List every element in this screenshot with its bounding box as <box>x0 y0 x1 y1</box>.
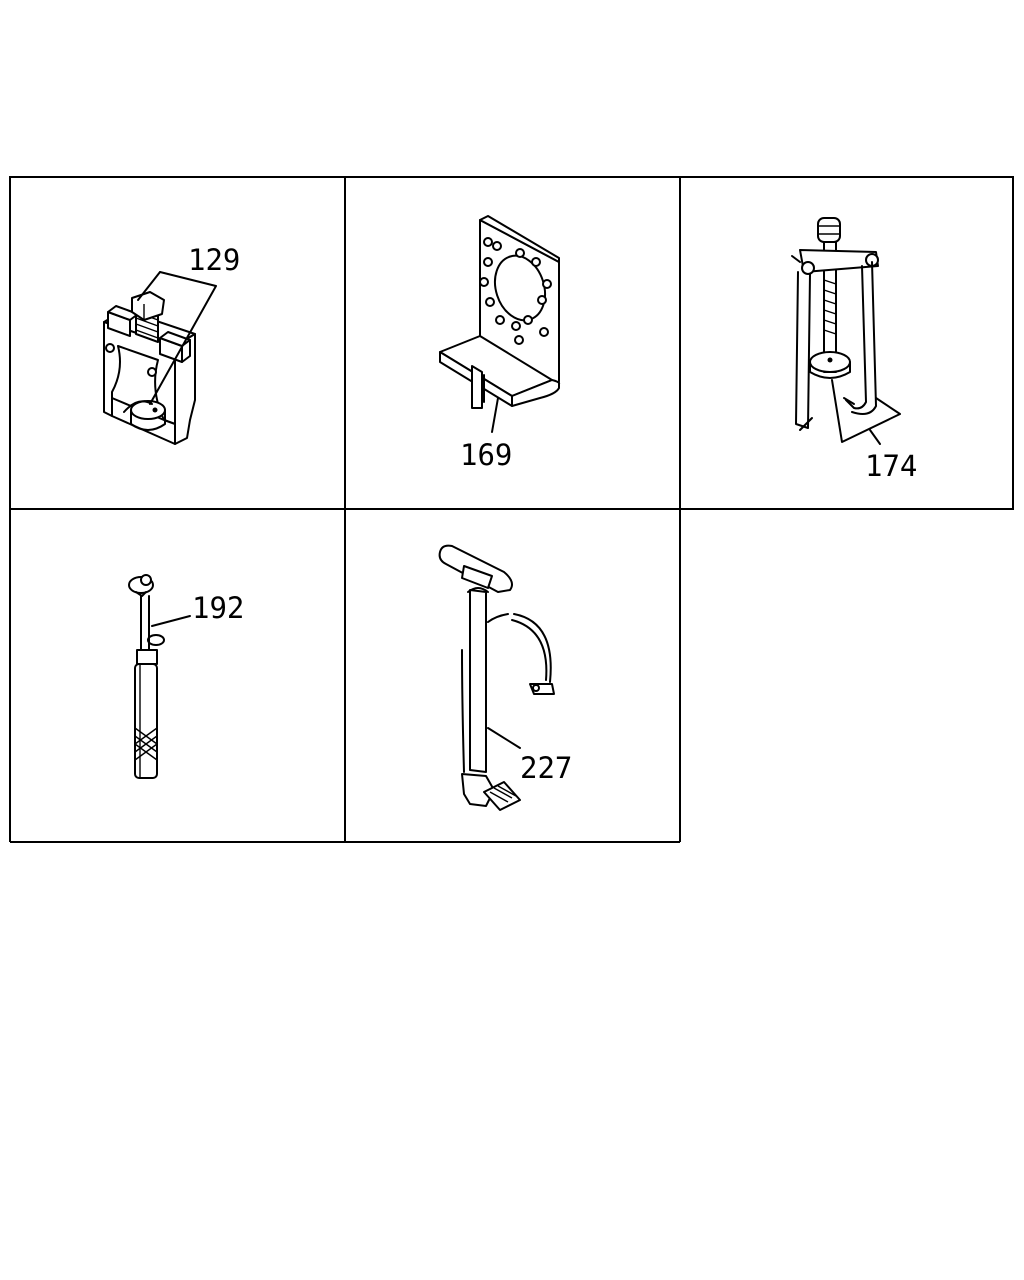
probe-tool-icon <box>128 574 191 779</box>
part-number-label: 169 <box>460 438 512 472</box>
part-number-label: 129 <box>188 243 240 277</box>
part-number-label: 174 <box>865 449 917 483</box>
cell-part-227[interactable]: 227 <box>438 544 573 811</box>
cell-part-174[interactable]: 174 <box>791 217 917 483</box>
part-number-label: 192 <box>192 591 244 625</box>
floor-pump-icon <box>438 544 555 811</box>
gear-puller-icon <box>103 271 217 445</box>
part-number-label: 227 <box>520 751 572 785</box>
bearing-puller-icon <box>791 217 901 445</box>
mounting-bracket-icon <box>439 215 561 433</box>
cell-part-169[interactable]: 169 <box>439 215 561 472</box>
cell-part-192[interactable]: 192 <box>128 574 244 779</box>
grid-lines <box>9 176 1014 843</box>
cell-part-129[interactable]: 129 <box>103 243 240 445</box>
